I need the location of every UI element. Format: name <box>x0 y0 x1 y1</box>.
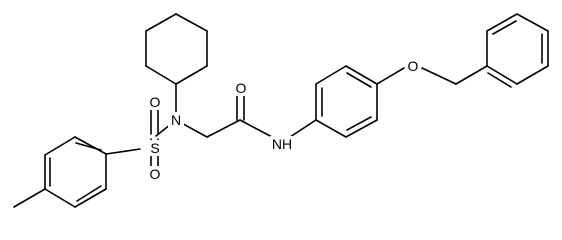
bond <box>455 65 488 85</box>
bond <box>486 65 518 85</box>
bond <box>516 65 549 85</box>
bond <box>145 65 177 85</box>
atom-label: O <box>150 166 161 182</box>
atom-o-amide: O <box>233 80 249 96</box>
bond <box>345 65 378 85</box>
bond <box>345 119 378 138</box>
atom-o-sulfonyl-upper: O <box>147 94 163 110</box>
bond <box>315 119 347 138</box>
bond <box>289 119 317 138</box>
bond <box>105 148 141 155</box>
bond <box>487 72 512 88</box>
atom-o-sulfonyl-lower: O <box>147 166 163 182</box>
bond <box>13 188 46 208</box>
bonds <box>13 13 549 208</box>
atom-n-sulfonamide: N <box>168 112 184 128</box>
atom-label: S <box>150 140 159 156</box>
bond <box>76 185 102 202</box>
bond <box>486 13 518 32</box>
bond <box>492 20 517 35</box>
bond <box>315 65 347 85</box>
chemical-structure-diagram: N S O O O NH O <box>13 13 549 208</box>
bond <box>206 119 241 138</box>
atom-s: S <box>147 140 163 156</box>
bond <box>376 67 405 85</box>
bond <box>239 119 273 138</box>
bond <box>175 65 208 85</box>
bond <box>346 116 372 131</box>
atom-label: O <box>236 80 247 96</box>
bond <box>74 188 107 208</box>
atom-label: NH <box>272 136 292 152</box>
atom-o-ether: O <box>405 58 421 74</box>
atom-labels: N S O O O NH O <box>147 58 421 182</box>
bond <box>516 13 549 32</box>
atom-label: N <box>171 112 181 128</box>
bond <box>175 13 208 32</box>
bond <box>75 142 102 151</box>
atom-label: O <box>408 58 419 74</box>
bond <box>44 188 76 208</box>
bond <box>346 72 372 88</box>
atom-label: O <box>150 94 161 110</box>
bond <box>44 136 76 156</box>
bond <box>74 136 107 155</box>
bond <box>145 13 177 32</box>
bond <box>421 67 457 85</box>
atom-nh-amide: NH <box>270 136 294 152</box>
